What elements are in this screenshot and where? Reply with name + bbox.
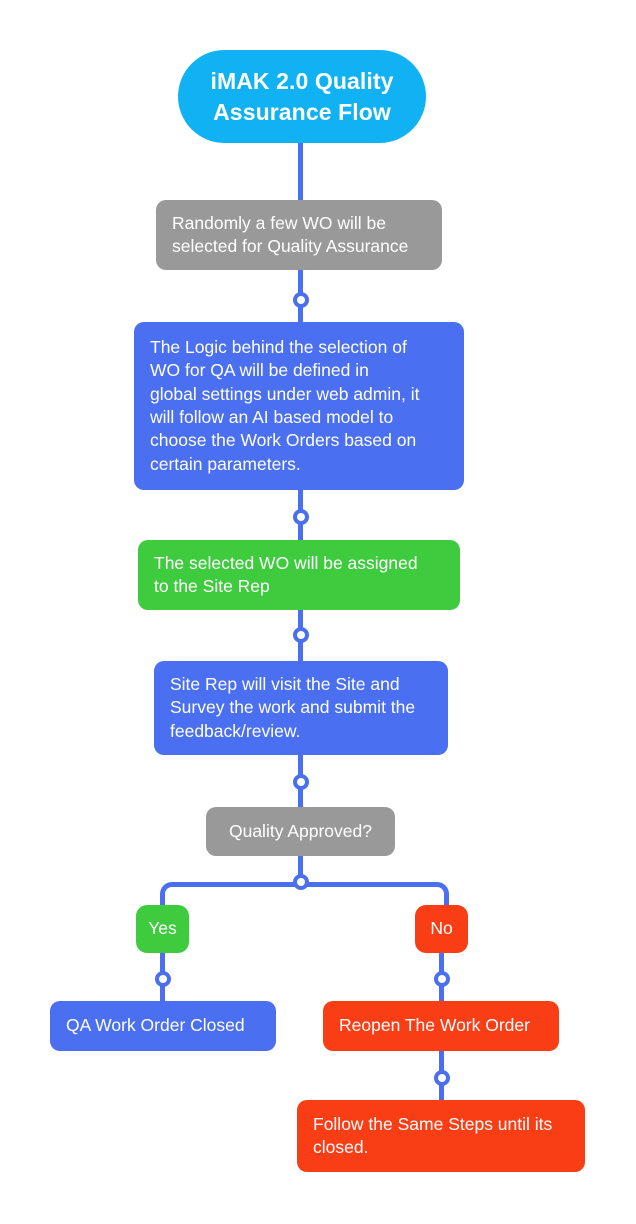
connector-title-to-random [298,141,303,203]
connector-dot-logic-assign [293,509,309,525]
node-assign-site-rep[interactable]: The selected WO will be assigned to the … [138,540,460,610]
connector-decision-to-split [298,854,303,888]
node-title-label: iMAK 2.0 Quality Assurance Flow [210,67,394,125]
node-site-visit-label: Site Rep will visit the Site and Survey … [170,673,416,741]
node-reopen-work-order[interactable]: Reopen The Work Order [323,1001,559,1051]
connector-dot-no-reopen [434,971,450,987]
connector-dot-visit-decision [293,774,309,790]
connector-dot-reopen-follow [434,1070,450,1086]
node-random-selection[interactable]: Randomly a few WO will be selected for Q… [156,200,442,270]
node-follow-same-steps-label: Follow the Same Steps until its closed. [313,1113,553,1157]
node-branch-no-label: No [430,918,453,939]
connector-branch-yes-rail [160,882,308,915]
node-selection-logic-label: The Logic behind the selection of WO for… [150,336,420,474]
node-site-visit[interactable]: Site Rep will visit the Site and Survey … [154,661,448,755]
node-branch-yes[interactable]: Yes [136,905,189,953]
connector-dot-decision-split [293,874,309,890]
node-selection-logic[interactable]: The Logic behind the selection of WO for… [134,322,464,490]
node-branch-yes-label: Yes [148,918,177,939]
node-title[interactable]: iMAK 2.0 Quality Assurance Flow [178,50,426,143]
node-assign-site-rep-label: The selected WO will be assigned to the … [154,552,418,596]
connector-dot-yes-qa [155,971,171,987]
node-decision-label: Quality Approved? [228,820,372,841]
node-random-selection-label: Randomly a few WO will be selected for Q… [172,212,409,256]
node-qa-work-order-closed[interactable]: QA Work Order Closed [50,1001,276,1051]
node-branch-no[interactable]: No [415,905,468,953]
node-follow-same-steps[interactable]: Follow the Same Steps until its closed. [297,1100,585,1172]
node-qa-work-order-closed-label: QA Work Order Closed [66,1015,245,1036]
connector-branch-no-rail [298,882,449,915]
node-reopen-work-order-label: Reopen The Work Order [339,1015,530,1036]
connector-dot-random-logic [293,292,309,308]
connector-dot-assign-visit [293,627,309,643]
node-decision-quality-approved[interactable]: Quality Approved? [206,807,395,856]
